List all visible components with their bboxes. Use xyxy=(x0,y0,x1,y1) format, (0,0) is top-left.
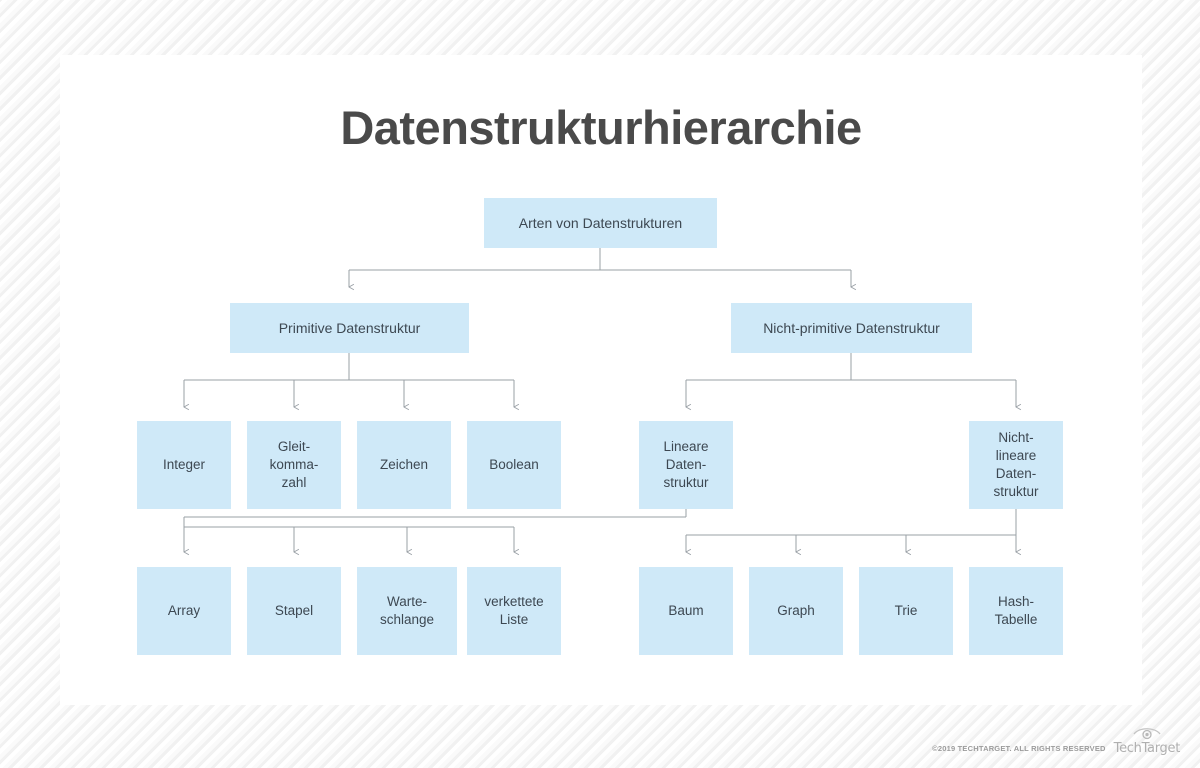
eye-icon xyxy=(1133,728,1161,740)
techtarget-wordmark: TechTarget xyxy=(1113,741,1181,756)
node-nicht-lineare-datenstruktur[interactable]: Nicht- lineare Daten- struktur xyxy=(969,421,1063,509)
node-label: Baum xyxy=(668,603,704,619)
node-hash-tabelle[interactable]: Hash- Tabelle xyxy=(969,567,1063,655)
node-label: Nicht- lineare Daten- struktur xyxy=(993,430,1039,499)
node-graph[interactable]: Graph xyxy=(749,567,843,655)
node-root[interactable]: Arten von Datenstrukturen xyxy=(484,198,717,248)
node-zeichen[interactable]: Zeichen xyxy=(357,421,451,509)
node-stapel[interactable]: Stapel xyxy=(247,567,341,655)
node-integer[interactable]: Integer xyxy=(137,421,231,509)
node-label: Hash- Tabelle xyxy=(994,594,1038,627)
node-primitive-datenstruktur[interactable]: Primitive Datenstruktur xyxy=(230,303,469,353)
node-label: Warte- schlange xyxy=(379,594,435,627)
node-lineare-datenstruktur[interactable]: Lineare Daten- struktur xyxy=(639,421,733,509)
node-label: Nicht-primitive Datenstruktur xyxy=(763,319,940,336)
diagram-canvas: Arten von Datenstrukturen Primitive Date… xyxy=(60,55,1142,705)
node-warteschlange[interactable]: Warte- schlange xyxy=(357,567,457,655)
node-nicht-primitive-datenstruktur[interactable]: Nicht-primitive Datenstruktur xyxy=(731,303,972,353)
node-label: Zeichen xyxy=(379,457,429,473)
node-label: Arten von Datenstrukturen xyxy=(518,214,683,231)
node-gleitkommazahl[interactable]: Gleit- komma- zahl xyxy=(247,421,341,509)
node-verkettete-liste[interactable]: verkettete Liste xyxy=(467,567,561,655)
node-baum[interactable]: Baum xyxy=(639,567,733,655)
footer: ©2019 TECHTARGET. ALL RIGHTS RESERVED Te… xyxy=(932,725,1180,756)
node-label: Boolean xyxy=(489,457,539,473)
node-label: Graph xyxy=(777,603,815,619)
copyright-text: ©2019 TECHTARGET. ALL RIGHTS RESERVED xyxy=(932,744,1106,753)
node-label: Stapel xyxy=(274,603,314,619)
connector-lines xyxy=(60,248,1142,705)
node-label: verkettete Liste xyxy=(484,594,544,627)
node-label: Lineare Daten- struktur xyxy=(663,439,709,490)
node-label: Trie xyxy=(894,603,918,619)
node-array[interactable]: Array xyxy=(137,567,231,655)
node-trie[interactable]: Trie xyxy=(859,567,953,655)
node-label: Primitive Datenstruktur xyxy=(278,319,421,336)
node-boolean[interactable]: Boolean xyxy=(467,421,561,509)
node-label: Integer xyxy=(162,457,206,473)
page-title: Datenstrukturhierarchie xyxy=(340,101,862,154)
diagram-card: Datenstrukturhierarchie xyxy=(60,55,1142,705)
node-label: Gleit- komma- zahl xyxy=(269,439,319,490)
node-label: Array xyxy=(167,603,201,619)
techtarget-logo: TechTarget xyxy=(1114,725,1180,756)
